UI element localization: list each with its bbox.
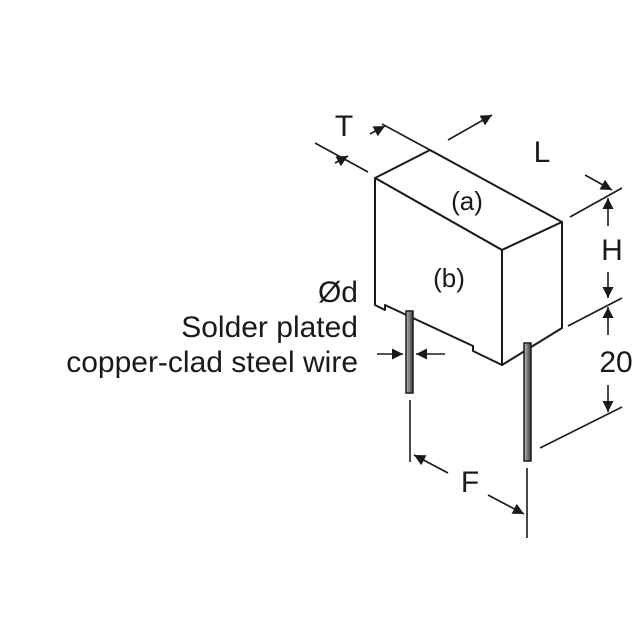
labels: T L H 20 F (a) (b) Ød Solder plated copp… [66,110,632,499]
h-label: H [601,234,623,267]
wire-diameter-label: Ød [318,276,358,309]
top-face-label: (a) [451,186,483,216]
l-label: L [534,136,551,169]
l-arrow-right [584,174,613,191]
f-label: F [461,466,479,499]
t-label: T [335,110,353,143]
right-lead [523,342,532,462]
wire-desc-line1: Solder plated [181,311,358,344]
front-face-label: (b) [433,263,465,293]
dimension-lines [314,114,623,538]
t-arrow-upper [369,125,386,137]
wire-desc-line2: copper-clad steel wire [66,346,358,379]
leads [405,310,532,462]
t-arrow-lower [334,155,349,167]
front-face [374,177,503,366]
lead-length-label: 20 [599,346,632,379]
left-lead [405,310,414,394]
capacitor-body [374,149,563,366]
